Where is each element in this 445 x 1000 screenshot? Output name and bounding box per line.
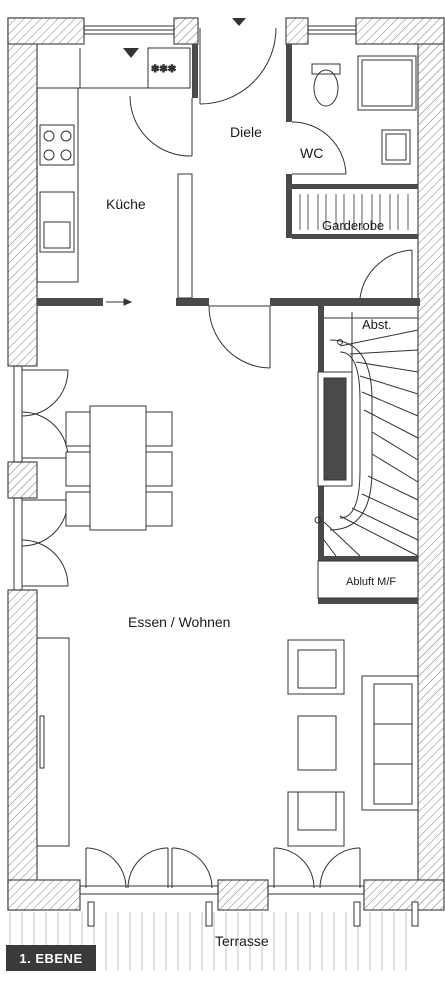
stove (39, 124, 75, 166)
label-storage: Abst. (362, 317, 392, 332)
coffee-table (297, 715, 337, 771)
staircase (314, 312, 419, 557)
left-wall-upper (7, 17, 38, 367)
top-wall-2 (173, 17, 199, 45)
left-wall-lower (7, 589, 38, 911)
svg-text:✱✱✱: ✱✱✱ (151, 64, 176, 75)
label-terrace: Terrasse (215, 933, 269, 949)
label-kitchen: Küche (106, 196, 146, 212)
shower-tray (357, 55, 417, 111)
living-furniture (36, 637, 419, 847)
top-wall-4 (355, 17, 445, 45)
windows-top (83, 25, 357, 35)
windows-bottom (79, 885, 365, 895)
label-wc: WC (300, 145, 323, 161)
bottom-wall-3 (363, 879, 445, 911)
exhaust-shaft (317, 560, 419, 599)
bottom-wall-1 (7, 879, 81, 911)
top-wall-3 (285, 17, 309, 45)
label-hall: Diele (230, 124, 262, 140)
left-wall-mid (7, 461, 38, 499)
kitchen-sink (39, 191, 75, 253)
label-wardrobe: Garderobe (322, 218, 384, 233)
toilet-tank (311, 63, 341, 75)
toilet-bowl (313, 69, 339, 107)
direction-arrow-icon (106, 298, 133, 306)
wc-fixtures (311, 55, 417, 165)
label-living: Essen / Wohnen (128, 614, 230, 630)
level-badge: 1. EBENE (6, 945, 96, 971)
label-exhaust: Abluft M/F (346, 576, 396, 588)
wash-basin (381, 129, 411, 165)
room-labels: Küche Diele WC Garderobe Abst. Abluft M/… (106, 124, 396, 949)
bottom-wall-2 (217, 879, 269, 911)
kitchen-counter: ✱✱✱ (36, 47, 191, 283)
garden-doors (13, 365, 69, 591)
dining-table (65, 405, 173, 531)
wardrobe-racks (299, 194, 409, 230)
right-wall (417, 17, 445, 891)
kitchen-pillar (177, 173, 193, 299)
terrace-doors (85, 847, 361, 889)
doors (129, 27, 413, 369)
terrace-posts (87, 901, 419, 927)
entrance-marker-icon (232, 18, 246, 26)
top-wall-1 (7, 17, 85, 45)
cooktop (147, 47, 191, 89)
